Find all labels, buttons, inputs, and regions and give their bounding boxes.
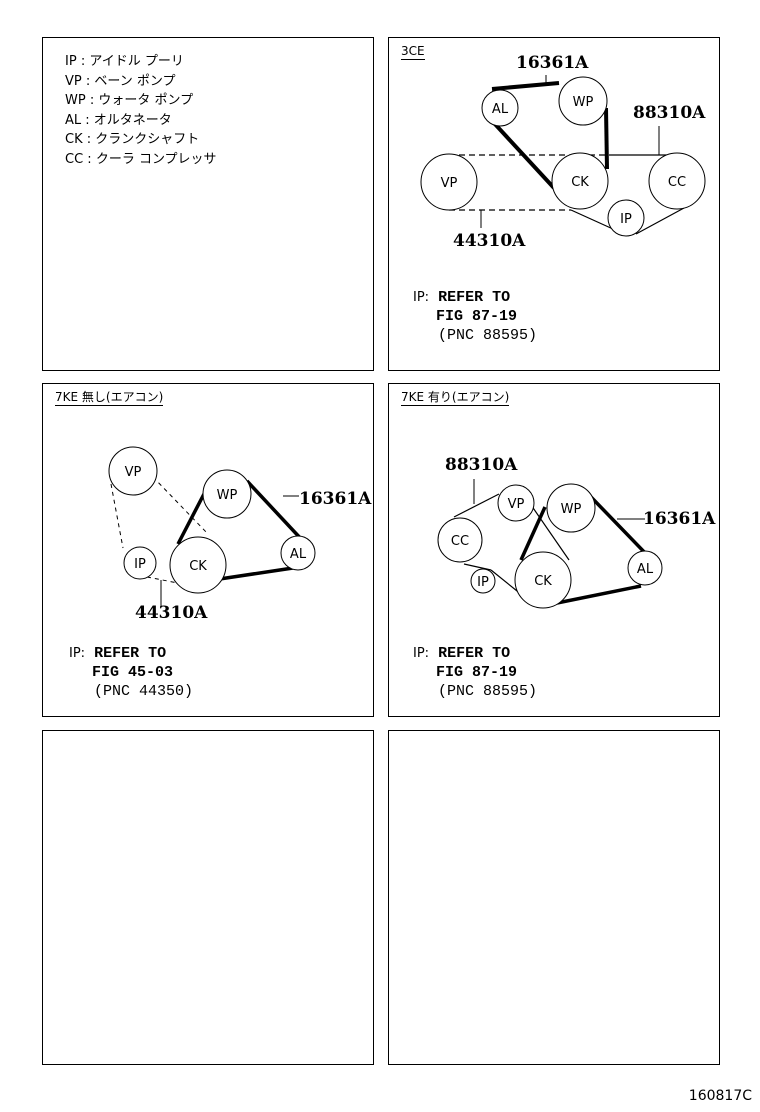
- pulley-wp: WP: [573, 95, 594, 110]
- part-number-16361a: 16361A: [516, 53, 589, 73]
- belt-diagram-7ke-ac: VP WP CC IP CK AL 88310A 16361A: [437, 455, 716, 609]
- refer-note: IP: REFER TO FIG 87-19 (PNC 88595): [413, 645, 538, 700]
- pulley-wp: WP: [561, 502, 582, 517]
- pulley-al: AL: [290, 547, 307, 562]
- pulley-ip: IP: [134, 557, 146, 572]
- legend-item: CK : クランクシャフト: [65, 132, 200, 147]
- refer-note: IP: REFER TO FIG 87-19 (PNC 88595): [413, 289, 538, 344]
- legend-item: WP : ウォータ ポンプ: [65, 93, 194, 108]
- legend-item: IP : アイドル プーリ: [65, 54, 184, 69]
- pulley-vp: VP: [441, 176, 458, 191]
- panel-7ke-ac: VP WP CC IP CK AL 88310A 16361A 7KE 有り(エ…: [388, 383, 720, 717]
- legend-item: CC : クーラ コンプレッサ: [65, 151, 217, 167]
- pulley-ck: CK: [571, 175, 589, 190]
- panel-title: 7KE 無し(エアコン): [55, 390, 164, 406]
- legend-list: IP : アイドル プーリ VP : ベーン ポンプ WP : ウォータ ポンプ…: [65, 52, 217, 169]
- legend-panel: IP : アイドル プーリ VP : ベーン ポンプ WP : ウォータ ポンプ…: [42, 37, 374, 371]
- part-number-88310a: 88310A: [633, 103, 706, 123]
- pulley-al: AL: [637, 562, 654, 577]
- legend-item: AL : オルタネータ: [65, 112, 172, 128]
- pulley-vp: VP: [125, 465, 142, 480]
- panel-3ce: AL WP VP CK CC IP 16361A 88310A 44310A 3…: [388, 37, 720, 371]
- empty-panel-right: [388, 730, 720, 1065]
- empty-panel-left: [42, 730, 374, 1065]
- pulley-ip: IP: [477, 575, 489, 590]
- belt-diagram-3ce: AL WP VP CK CC IP 16361A 88310A 44310A: [420, 53, 706, 251]
- panel-title: 3CE: [401, 44, 425, 60]
- pulley-ck: CK: [534, 574, 552, 589]
- belt-diagram-7ke-no-ac: VP WP IP CK AL 16361A 44310A: [108, 446, 372, 623]
- refer-note: IP: REFER TO FIG 45-03 (PNC 44350): [69, 645, 194, 700]
- panel-title: 7KE 有り(エアコン): [401, 390, 510, 406]
- pulley-ck: CK: [189, 559, 207, 574]
- part-number-44310a: 44310A: [453, 231, 526, 251]
- legend-item: VP : ベーン ポンプ: [65, 73, 176, 89]
- part-number-44310a: 44310A: [135, 603, 208, 623]
- pulley-ip: IP: [620, 212, 632, 227]
- pulley-al: AL: [492, 102, 509, 117]
- figure-id: 160817C: [688, 1088, 752, 1104]
- part-number-16361a: 16361A: [643, 509, 716, 529]
- part-number-88310a: 88310A: [445, 455, 518, 475]
- pulley-vp: VP: [508, 497, 525, 512]
- pulley-wp: WP: [217, 488, 238, 503]
- part-number-16361a: 16361A: [299, 489, 372, 509]
- pulley-cc: CC: [668, 175, 686, 190]
- panel-7ke-no-ac: VP WP IP CK AL 16361A 44310A 7KE 無し(エアコン…: [42, 383, 374, 717]
- pulley-cc: CC: [451, 534, 469, 549]
